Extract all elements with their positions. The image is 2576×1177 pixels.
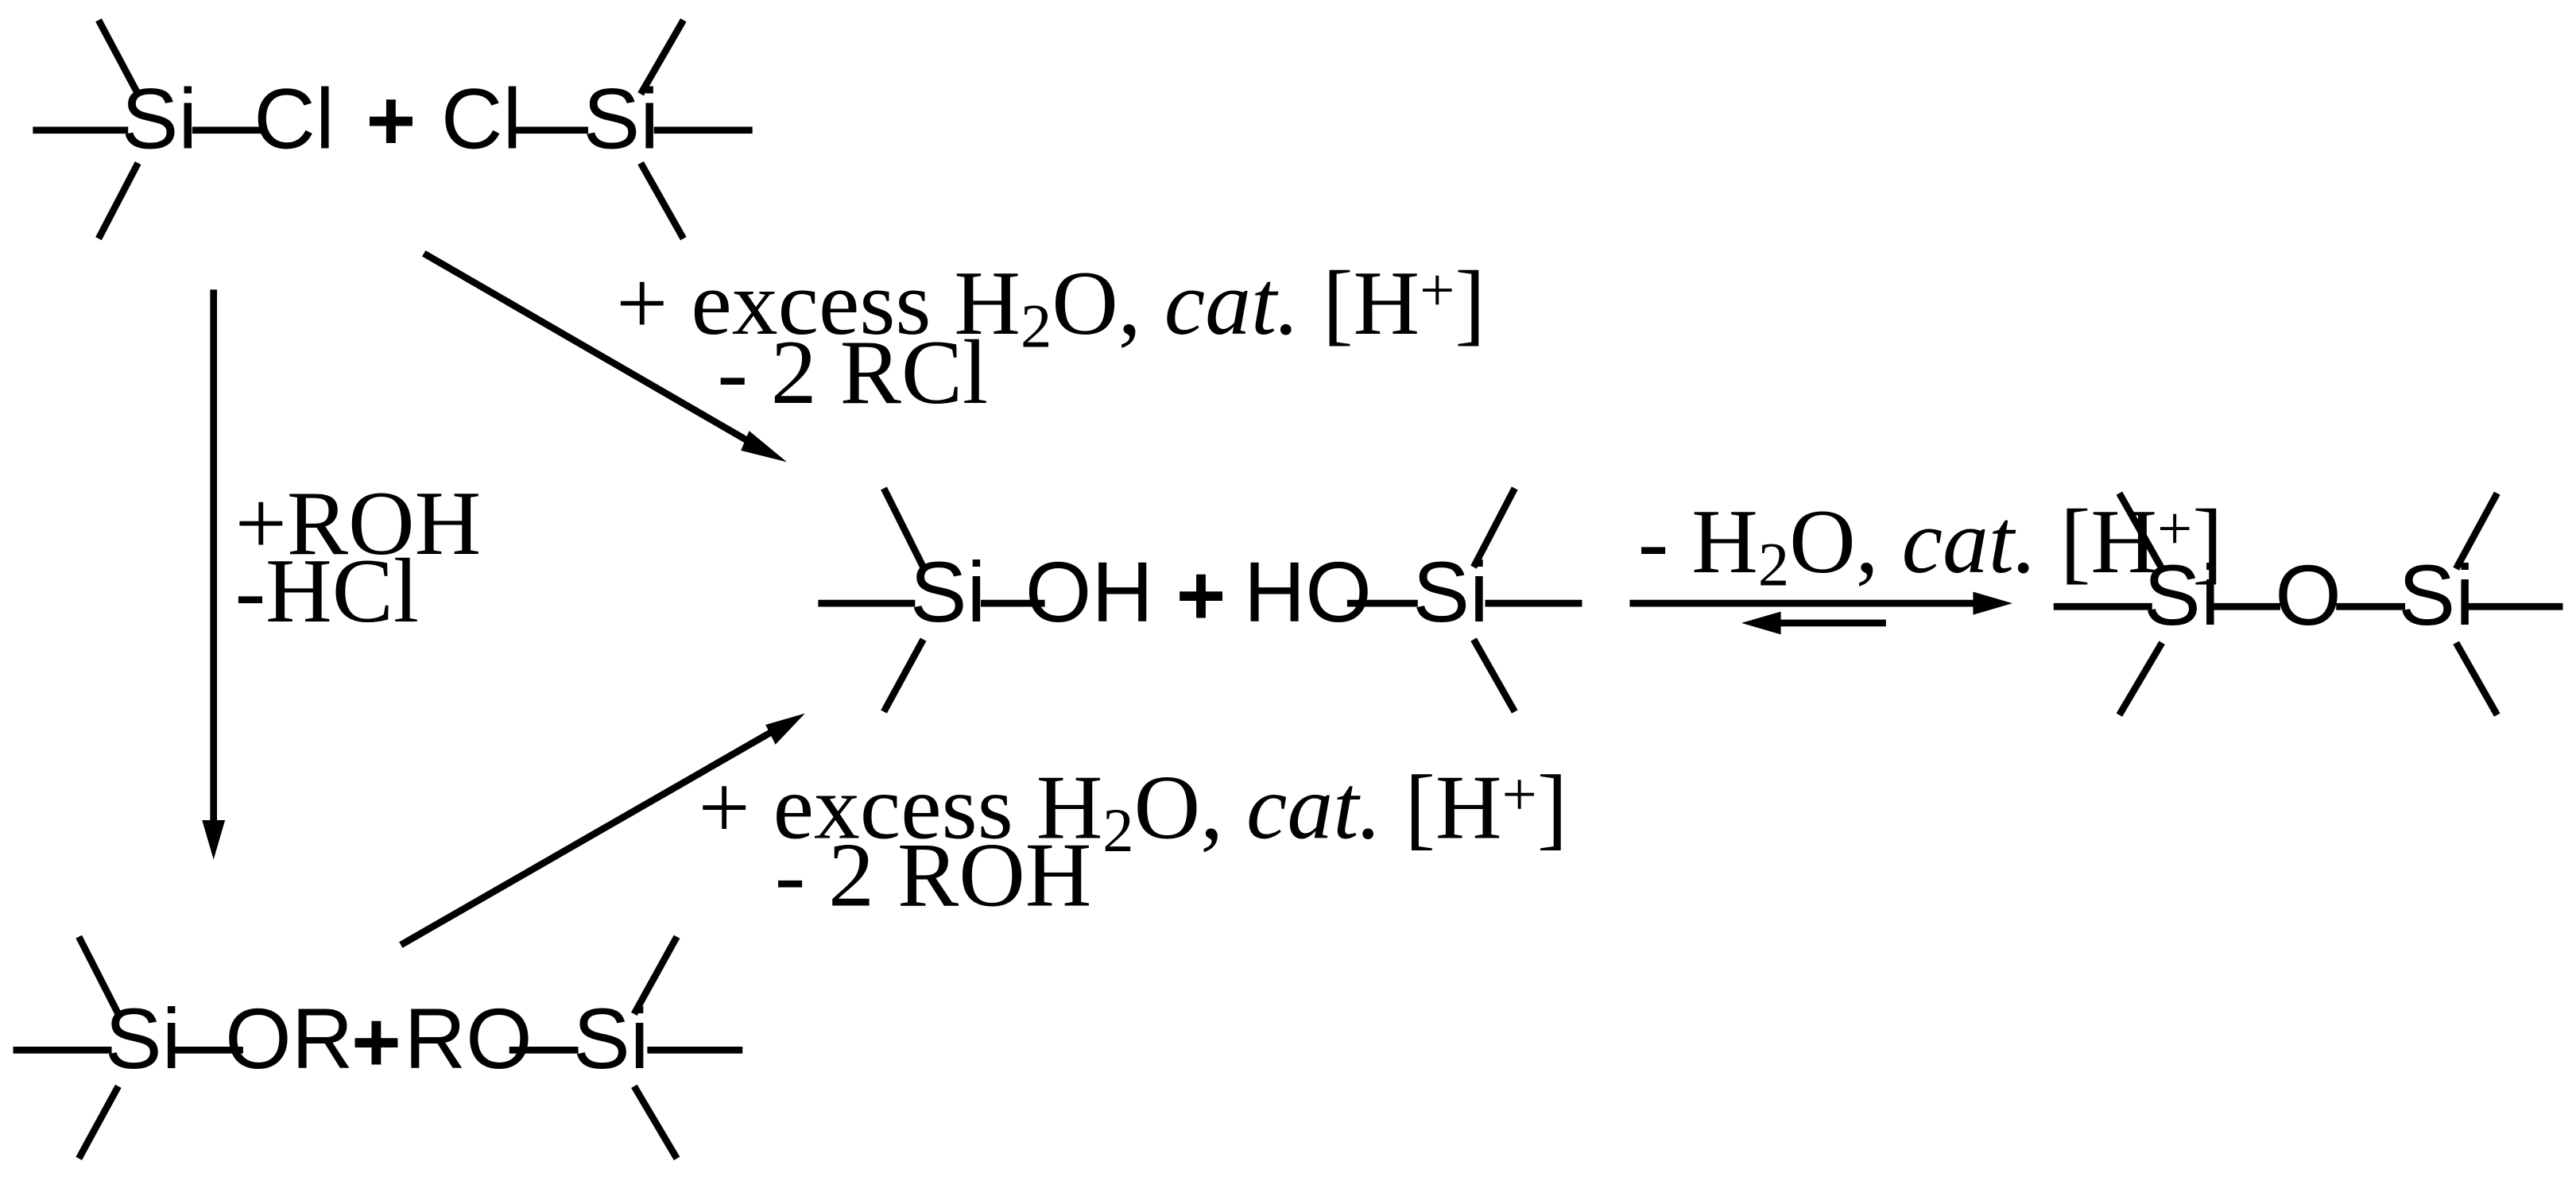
hydrolysis-conditions-bottom: + excess H2O, cat. [H+] - 2 ROH [698, 757, 1567, 927]
hydroxyl-group: OH [1025, 544, 1153, 640]
condition-text: [H [1300, 253, 1420, 354]
alcoholysis-conditions: +ROH -HCl [235, 473, 482, 642]
condition-text: + excess H [698, 757, 1102, 859]
hexamethyldisiloxane: Si O Si [2053, 491, 2563, 717]
svg-text:+ excess H2O, cat. [H+]: + excess H2O, cat. [H+] [698, 757, 1567, 865]
si-atom: Si [105, 991, 181, 1086]
reagent-label: +ROH [235, 473, 482, 575]
byproduct-label: -HCl [235, 540, 419, 642]
condition-text: O, [1052, 253, 1164, 354]
chlorotrimethylsilane-right: Cl Si [441, 18, 753, 241]
cl-atom: Cl [441, 72, 522, 167]
superscript-plus: + [1501, 760, 1536, 829]
svg-text:+ excess H2O, cat. [H+]: + excess H2O, cat. [H+] [616, 253, 1486, 361]
hydrolysis-arrow-bottom [399, 713, 805, 948]
condition-text: [H [1381, 757, 1501, 859]
condition-text: ] [1455, 253, 1486, 354]
catalytic-label: cat. [1246, 757, 1381, 859]
subscript-two: 2 [1758, 529, 1789, 598]
si-atom: Si [573, 991, 649, 1086]
condition-text: + excess H [616, 253, 1021, 354]
alkoxytrimethylsilane-right: RO Si [404, 935, 743, 1160]
cl-atom: Cl [254, 72, 335, 167]
alcoholysis-arrow [202, 289, 226, 860]
alkoxy-group: OR [225, 991, 353, 1086]
superscript-plus: + [1420, 255, 1455, 324]
plus-sign: + [1176, 548, 1226, 643]
chlorotrimethylsilane-left: Si Cl [33, 18, 335, 241]
si-atom: Si [122, 72, 198, 167]
svg-text:- H2O, cat. [H+]: - H2O, cat. [H+] [1638, 491, 2223, 599]
condition-text: O, [1789, 491, 1901, 593]
hydrolysis-conditions-top: + excess H2O, cat. [H+] - 2 RCl [616, 253, 1486, 424]
superscript-plus: + [2157, 494, 2192, 563]
byproduct-label: - 2 ROH [775, 824, 1092, 926]
si-atom: Si [583, 72, 660, 167]
trimethylsilanol-left: Si OH [818, 486, 1153, 714]
subscript-two: 2 [1102, 796, 1133, 865]
condensation-conditions: - H2O, cat. [H+] [1638, 491, 2223, 599]
equilibrium-arrows [1629, 591, 2013, 635]
condition-text: ] [2192, 491, 2223, 593]
si-atom: Si [910, 544, 986, 640]
hydrolysis-arrow-top [422, 250, 788, 463]
subscript-two: 2 [1021, 292, 1052, 361]
oxygen-atom: O [2275, 548, 2342, 643]
condition-text: O, [1134, 757, 1246, 859]
condition-text: ] [1537, 757, 1568, 859]
plus-sign: + [351, 994, 401, 1090]
si-atom: Si [1412, 544, 1489, 640]
alkoxytrimethylsilane-left: Si OR [13, 935, 353, 1160]
catalytic-label: cat. [1902, 491, 2037, 593]
condition-text: - H [1638, 491, 1758, 593]
alkoxy-group: RO [404, 991, 532, 1086]
byproduct-label: - 2 RCl [717, 322, 988, 424]
plus-sign: + [366, 73, 416, 168]
si-atom: Si [2144, 548, 2220, 643]
si-atom: Si [2399, 548, 2475, 643]
catalytic-label: cat. [1164, 253, 1300, 354]
trimethylsilanol-right: HO Si [1244, 486, 1582, 714]
hydroxyl-group: HO [1244, 544, 1372, 640]
condition-text: [H [2037, 491, 2157, 593]
